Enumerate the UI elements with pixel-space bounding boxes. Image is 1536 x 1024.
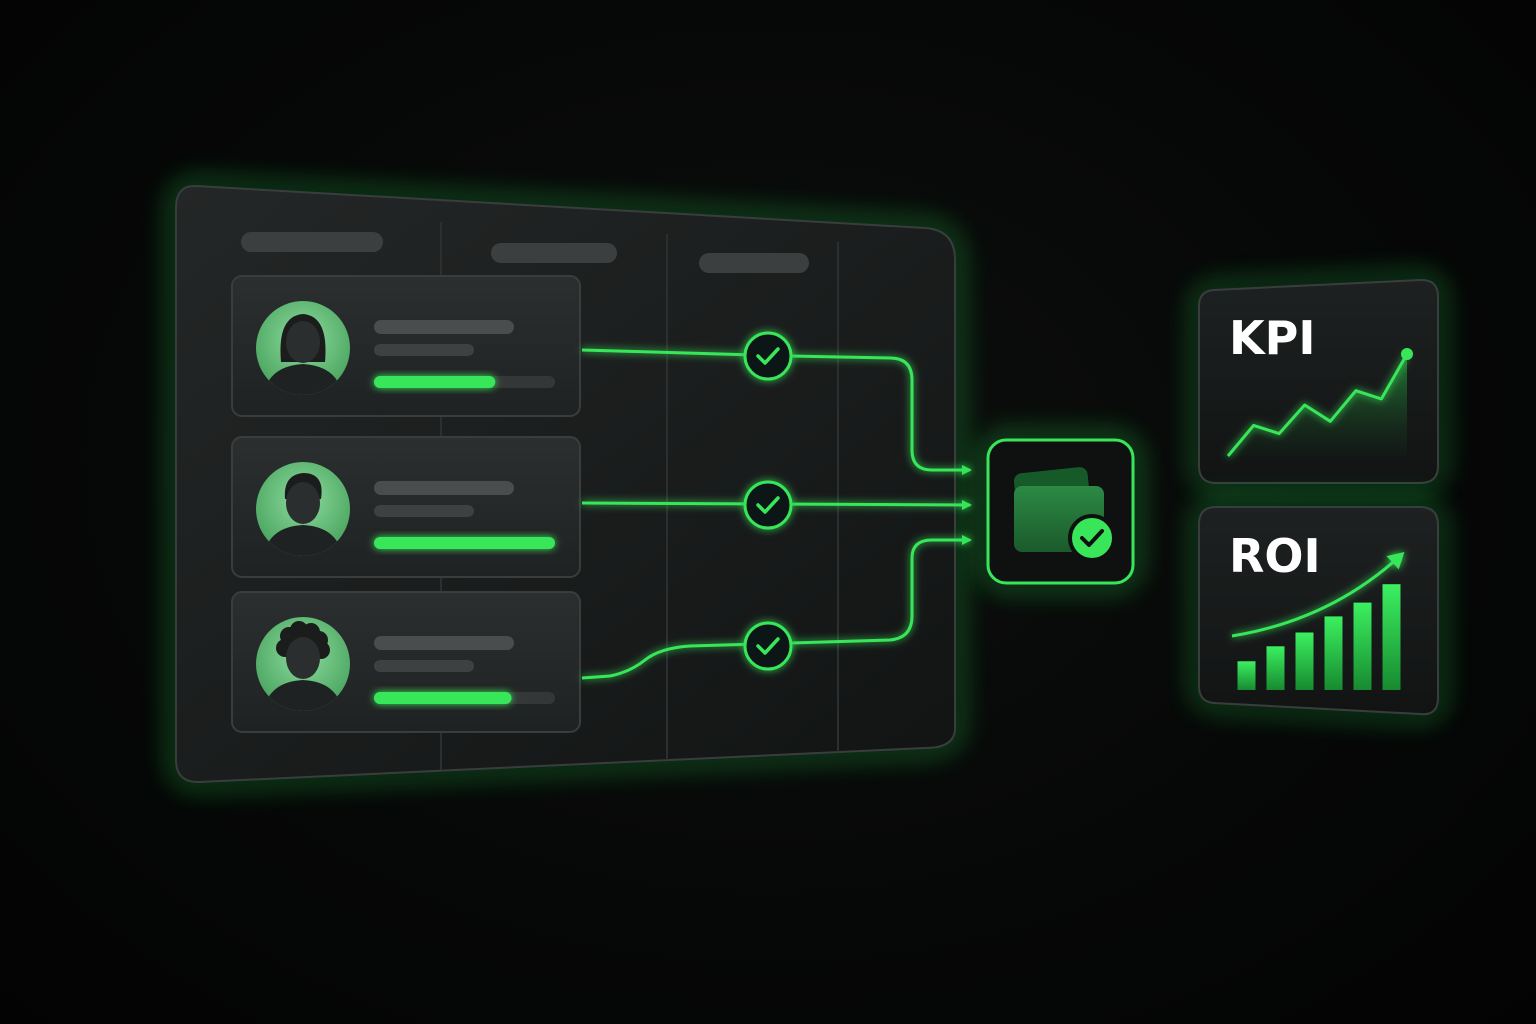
person-curly-hair-icon <box>256 617 350 711</box>
avatar-silhouette <box>263 473 343 556</box>
avatar-shoulders <box>263 680 343 711</box>
member-list <box>231 275 581 733</box>
payout-hub <box>985 437 1136 586</box>
roi-bar <box>1266 646 1285 690</box>
avatar-head <box>286 637 320 679</box>
kpi-title: KPI <box>1229 311 1315 365</box>
roi-bar <box>1295 632 1314 690</box>
kpi-card: KPI <box>1196 276 1441 486</box>
column-header-placeholder <box>699 253 809 273</box>
connector-line <box>581 535 972 680</box>
name-placeholder <box>374 636 514 650</box>
kpi-series-line <box>1226 353 1409 457</box>
roi-bar <box>1237 661 1256 690</box>
member-card[interactable] <box>231 275 581 417</box>
kpi-area-fill <box>1228 354 1407 456</box>
roi-bar <box>1324 616 1343 690</box>
column-header-placeholder <box>491 243 617 263</box>
avatar-silhouette <box>263 621 343 711</box>
member-card[interactable] <box>231 436 581 578</box>
progress-fill <box>374 376 496 388</box>
wallet-check-icon <box>1013 467 1116 562</box>
avatar-head <box>286 482 320 524</box>
avatar-shoulders <box>263 364 343 395</box>
roi-bar <box>1382 584 1401 690</box>
role-placeholder <box>374 660 474 672</box>
kpi-endpoint <box>1401 348 1413 360</box>
connector-line <box>581 348 972 475</box>
name-placeholder <box>374 320 514 334</box>
kpi-chart <box>1226 348 1413 457</box>
column-header-placeholder <box>241 232 383 252</box>
role-placeholder <box>374 505 474 517</box>
roi-bar <box>1353 602 1372 690</box>
person-short-hair-icon <box>256 462 350 556</box>
avatar-shoulders <box>263 525 343 556</box>
roi-trend-arrow <box>1231 551 1405 638</box>
approval-checks <box>743 331 793 671</box>
roi-title: ROI <box>1229 529 1321 583</box>
check-circle-icon <box>743 621 793 671</box>
progress-fill <box>374 537 555 549</box>
member-card[interactable] <box>231 591 581 733</box>
avatar-silhouette <box>263 314 343 395</box>
check-circle-icon <box>743 331 793 381</box>
person-long-hair-icon <box>256 301 350 395</box>
team-board <box>173 182 972 786</box>
roi-card: ROI <box>1196 504 1441 718</box>
name-placeholder <box>374 481 514 495</box>
avatar-head <box>286 321 320 363</box>
check-circle-icon <box>743 480 793 530</box>
roi-chart <box>1231 551 1405 690</box>
role-placeholder <box>374 344 474 356</box>
progress-fill <box>374 692 512 704</box>
